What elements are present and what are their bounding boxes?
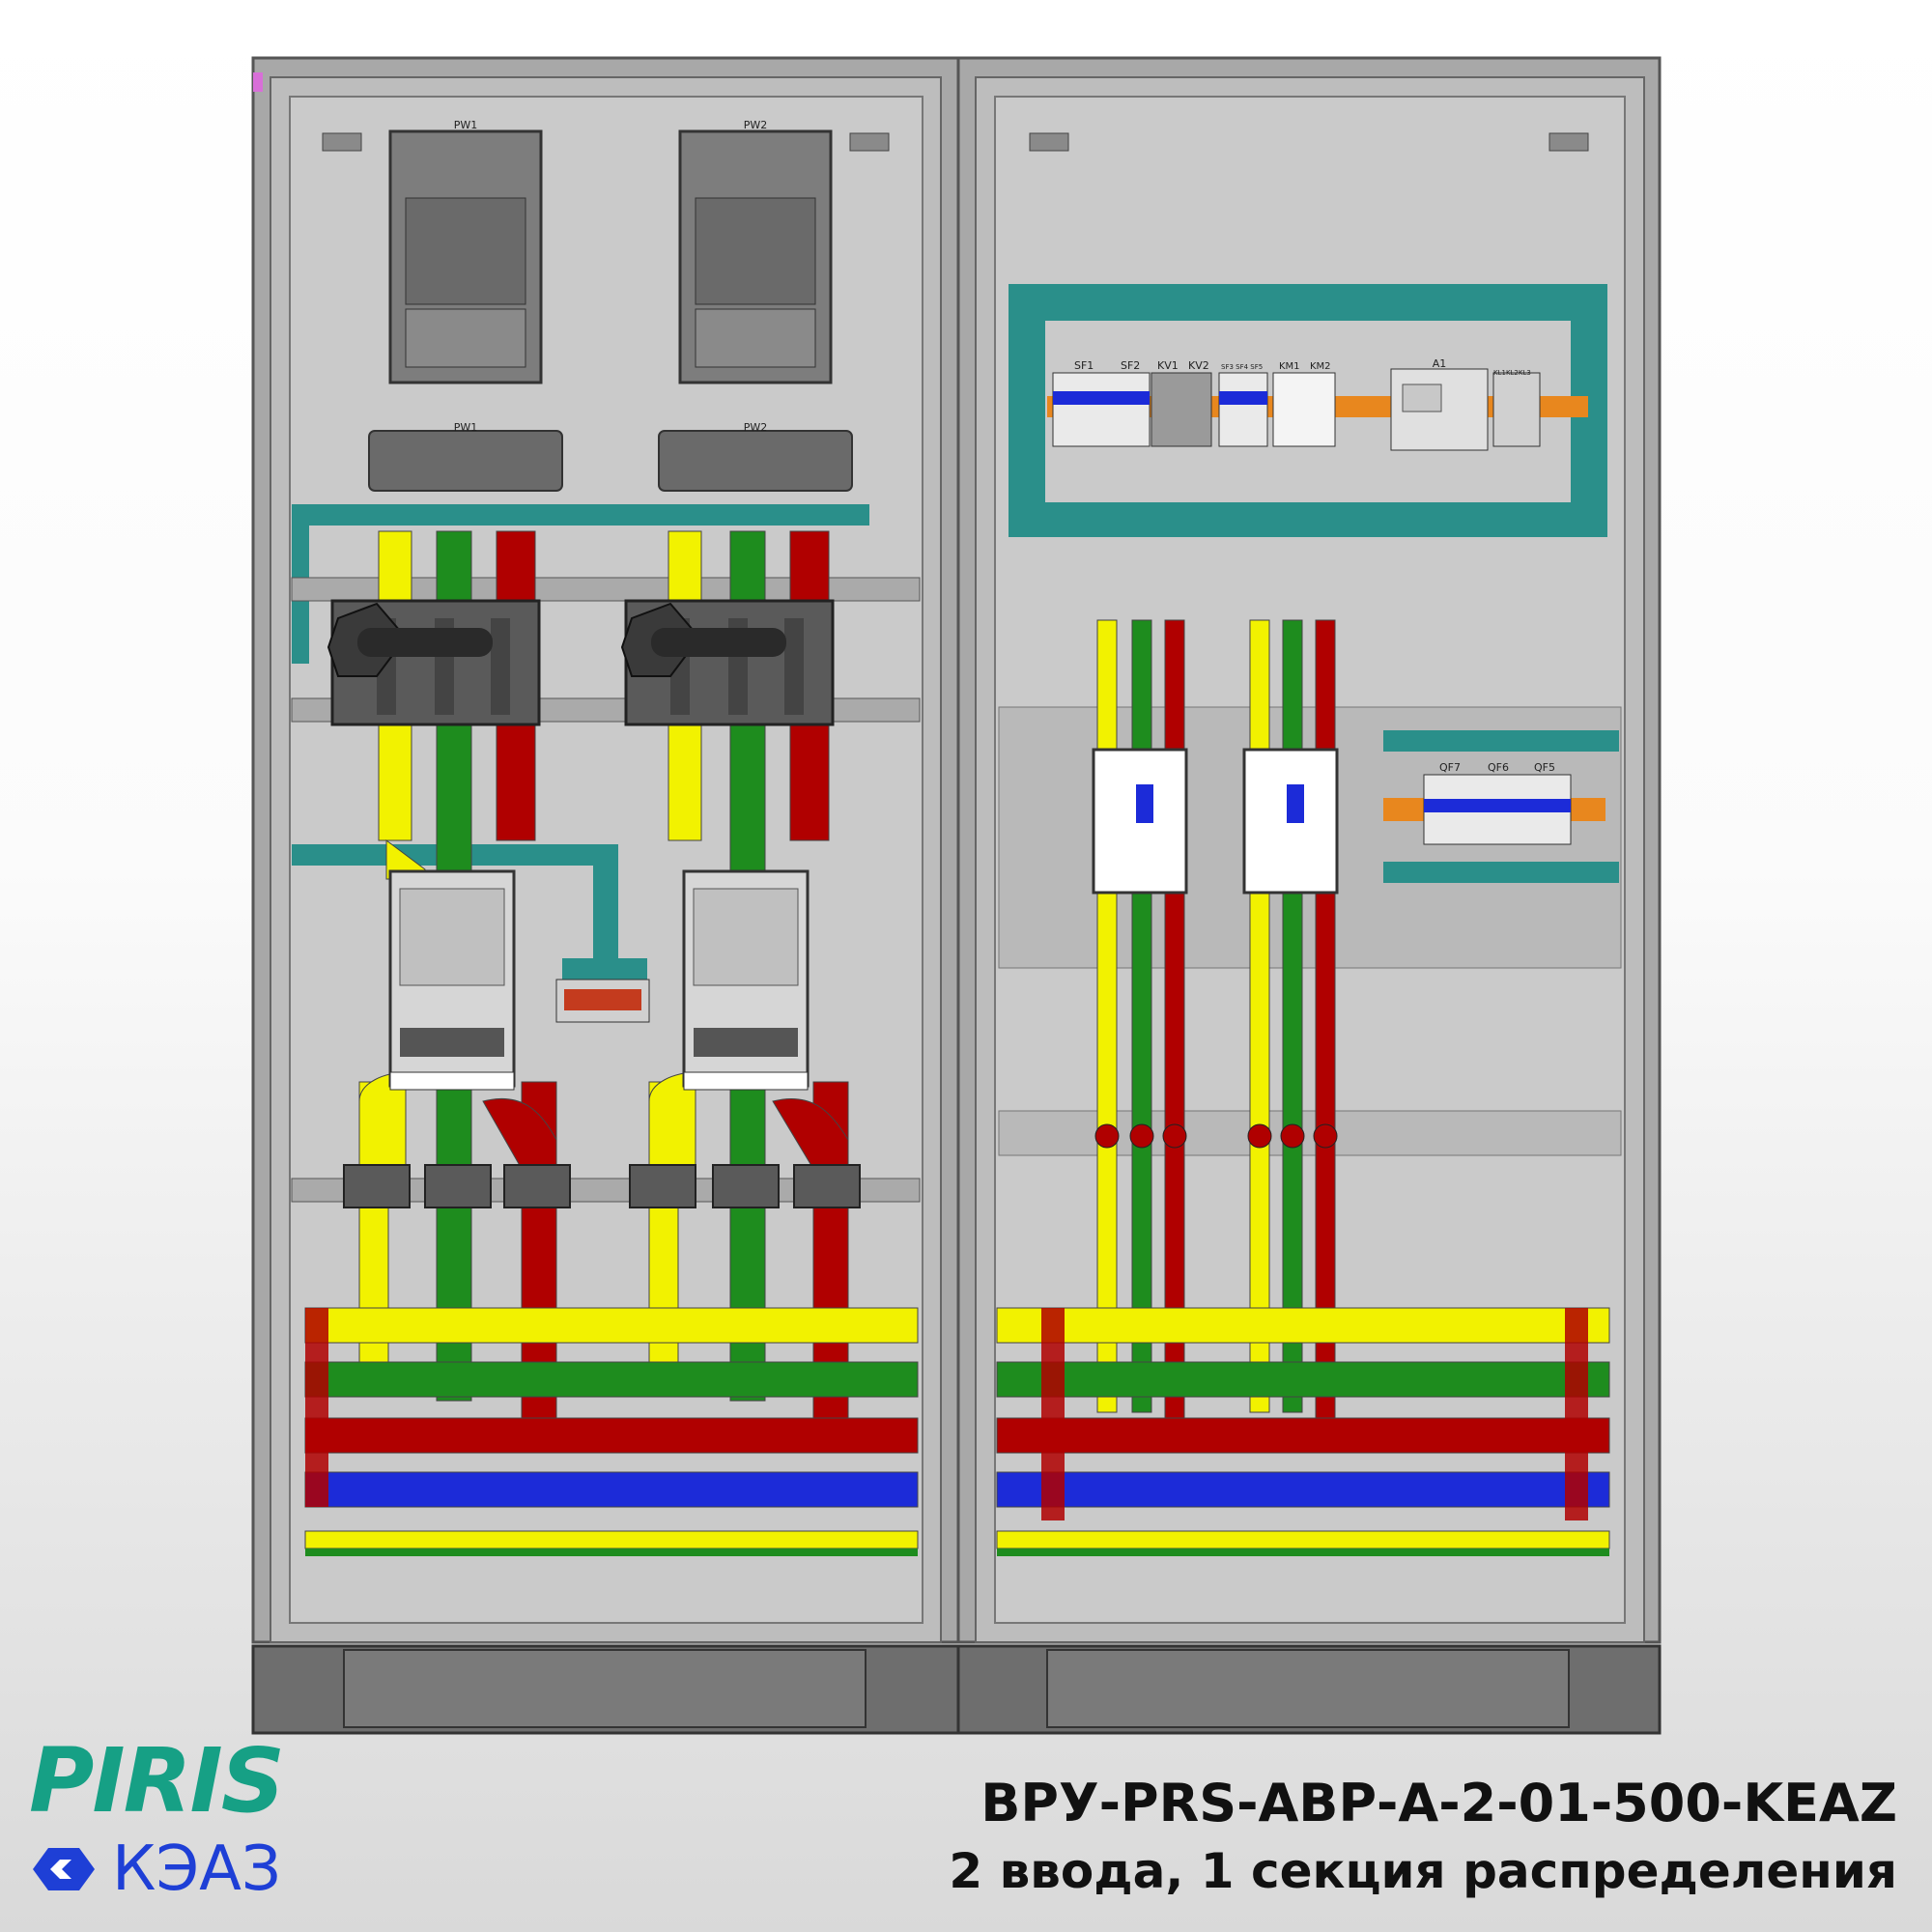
label-sf1: SF1 (1074, 359, 1094, 372)
model-description: 2 ввода, 1 секция распределения (949, 1843, 1897, 1899)
label-km2: KM2 (1310, 361, 1331, 372)
keaz-logo-text: КЭАЗ (112, 1833, 281, 1905)
terminal-block (555, 958, 650, 1023)
cable-trunking-top (292, 504, 869, 526)
meter-pw1-label: PW1 (454, 119, 478, 131)
label-sf-group: SF3 SF4 SF5 (1221, 363, 1263, 371)
keaz-logo-row: КЭАЗ (29, 1833, 281, 1905)
label-sf2: SF2 (1121, 359, 1140, 372)
label-controller: A1 (1433, 357, 1447, 370)
control-compartment: SF1 SF2 KV1 KV2 SF3 SF4 SF5 KM1 KM2 A1 K… (1009, 284, 1607, 537)
brand-logos: PIRIS КЭАЗ (29, 1729, 377, 1905)
meter-box-pw1-label: PW1 (454, 421, 478, 434)
meter-pw2-label: PW2 (744, 119, 768, 131)
breaker-qf2 (682, 869, 810, 1091)
load-switch-2 (620, 599, 835, 726)
outgoing-feeder-2 (1242, 619, 1339, 1452)
label-qf7: QF7 (1439, 761, 1461, 774)
load-switch-1 (327, 599, 541, 726)
current-transformers (343, 1164, 861, 1208)
model-code: ВРУ-PRS-АВР-A-2-01-500-KEAZ (980, 1773, 1897, 1833)
label-relays: KL1KL2KL3 (1493, 369, 1531, 377)
label-kv1: KV1 (1157, 359, 1179, 372)
label-qf6: QF6 (1488, 761, 1509, 774)
meter-box-pw1: PW1 (368, 421, 563, 492)
right-main-busbars (996, 1307, 1610, 1556)
label-kv2: KV2 (1188, 359, 1209, 372)
outgoing-feeder-1 (1092, 619, 1188, 1452)
label-km1: KM1 (1279, 361, 1300, 372)
breaker-qf1 (388, 869, 516, 1091)
meter-pw1: PW1 (388, 119, 543, 384)
cable-trunking-drop (593, 844, 618, 960)
label-qf5: QF5 (1534, 761, 1555, 774)
keaz-logo-icon (33, 1848, 95, 1890)
product-caption: ВРУ-PRS-АВР-A-2-01-500-KEAZ 2 ввода, 1 с… (949, 1770, 1897, 1905)
left-main-busbars (304, 1307, 919, 1556)
left-plinth (251, 1644, 960, 1735)
piris-logo: PIRIS (29, 1729, 285, 1833)
meter-box-pw2-label: PW2 (744, 421, 768, 434)
right-plinth (956, 1644, 1662, 1735)
meter-box-pw2: PW2 (658, 421, 853, 492)
meter-pw2: PW2 (678, 119, 833, 384)
